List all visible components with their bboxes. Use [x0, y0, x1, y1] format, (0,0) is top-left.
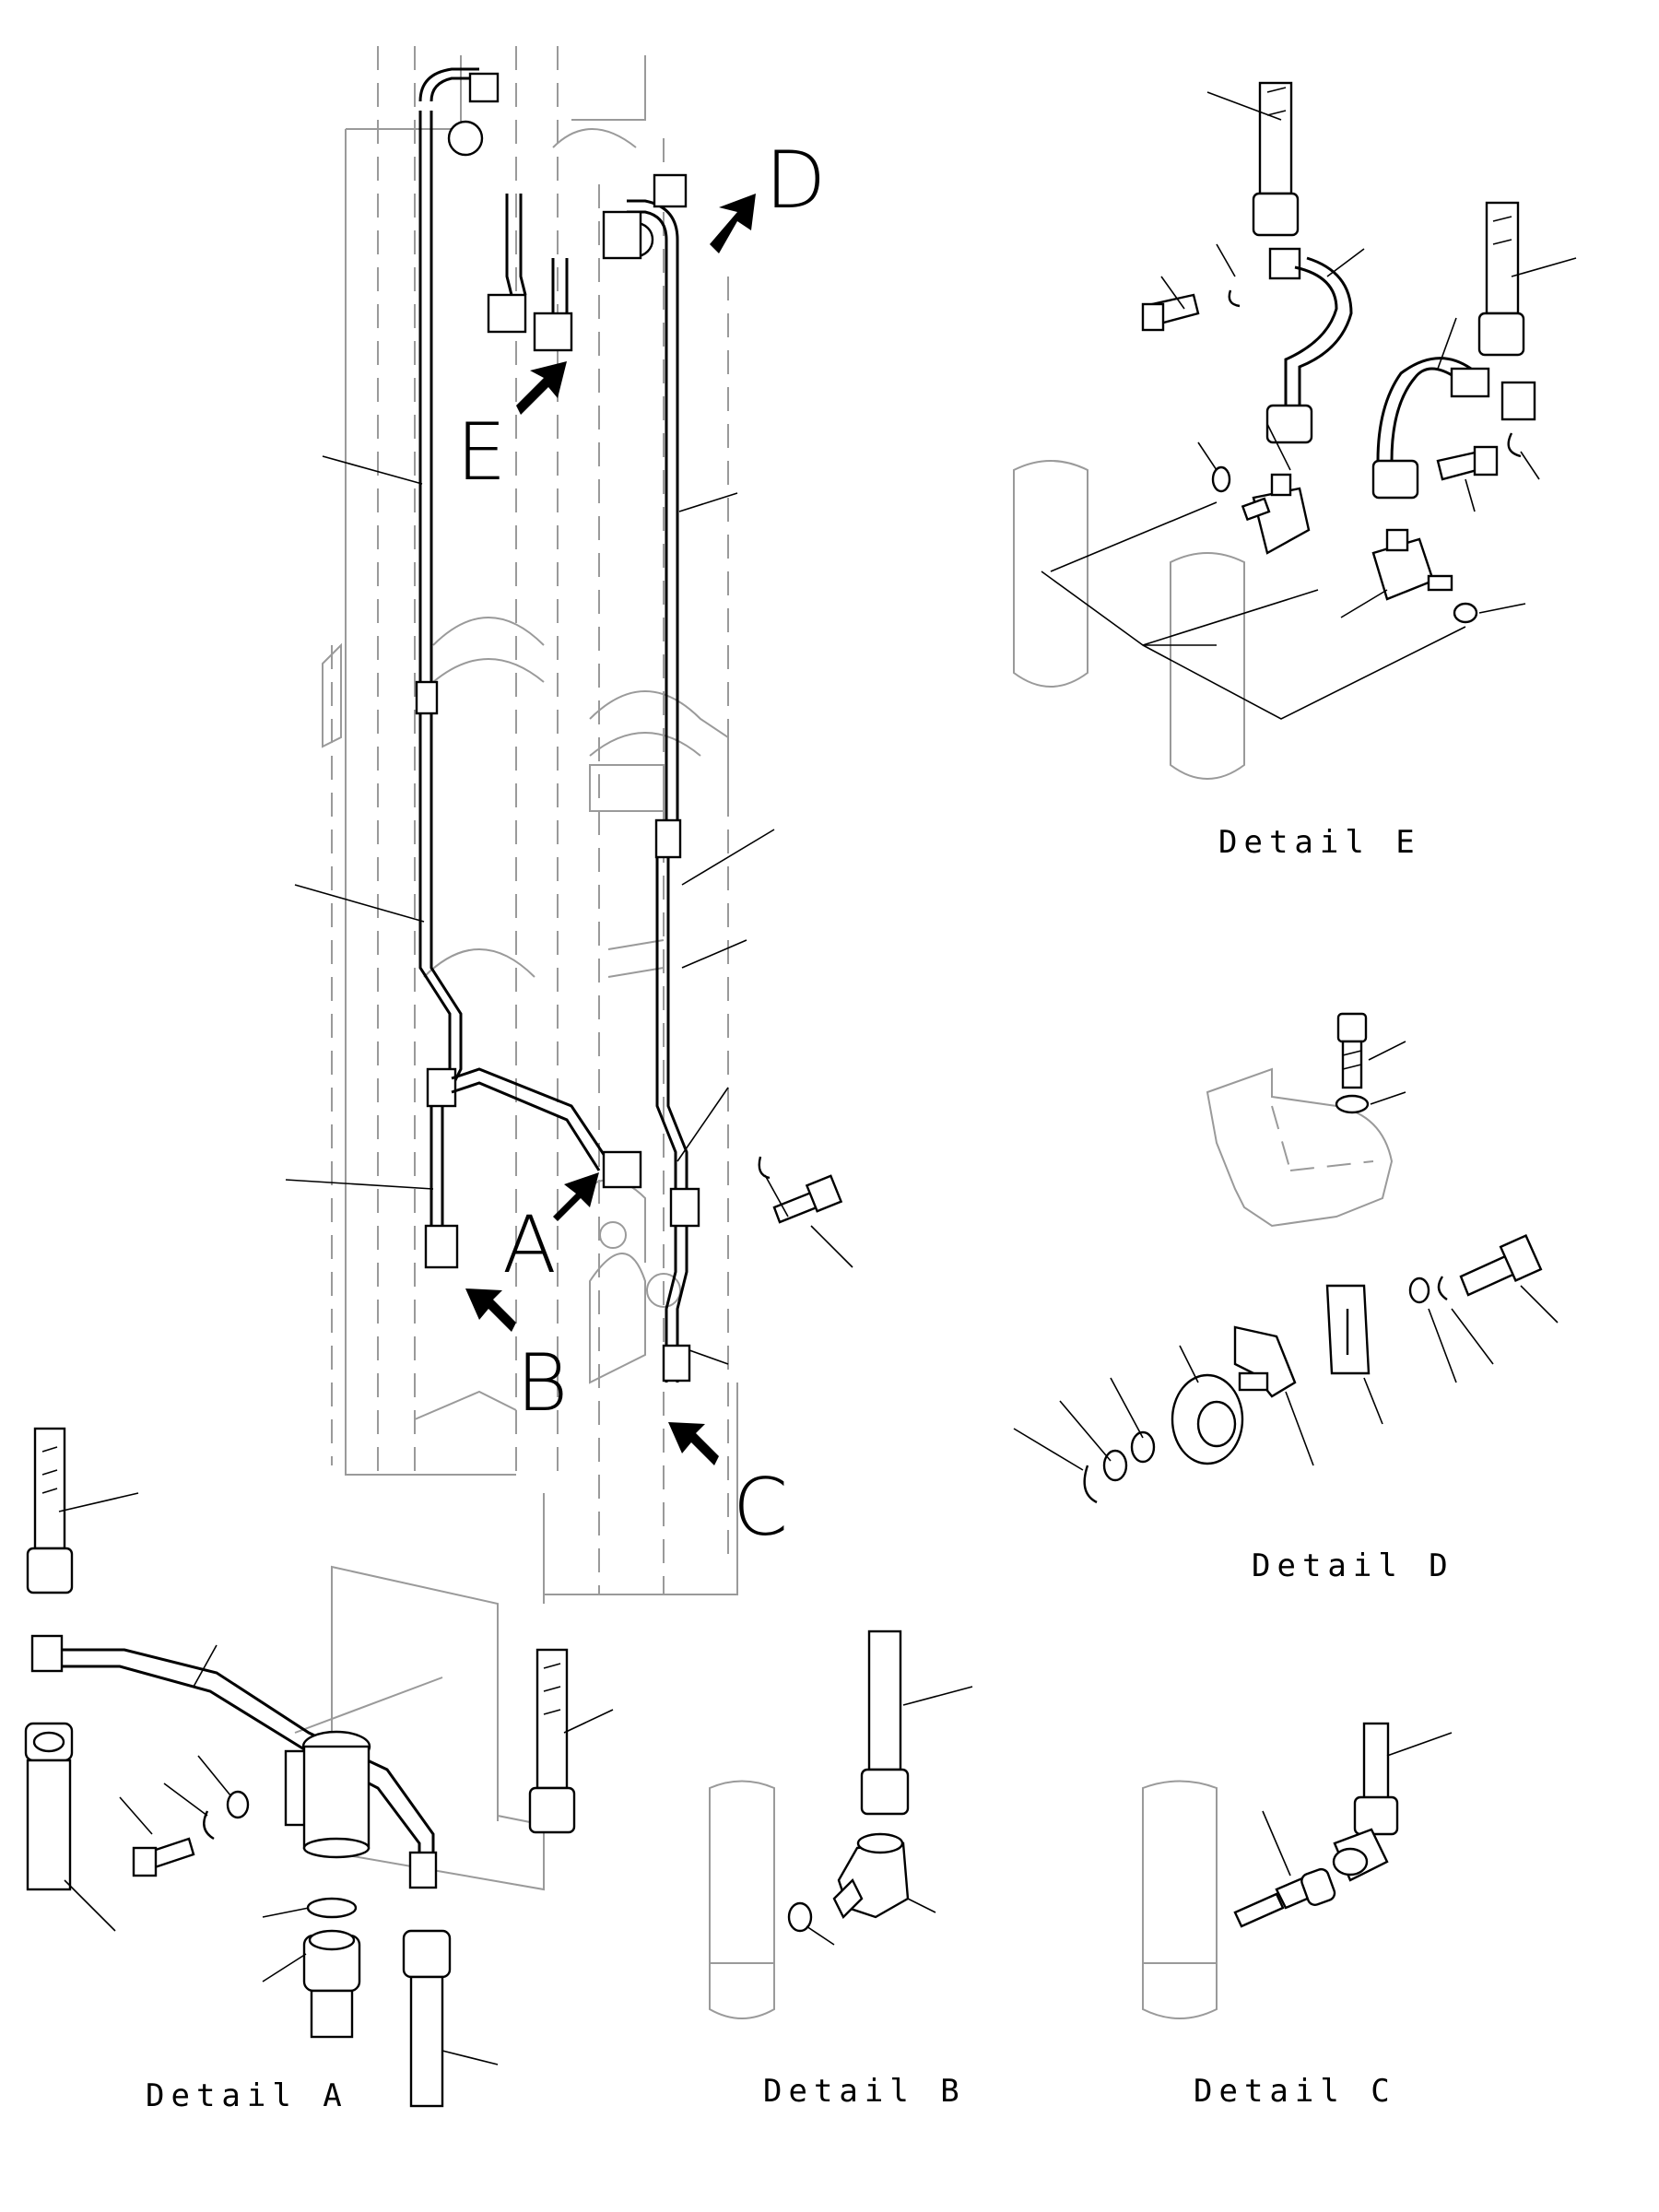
callout-c: C: [733, 1462, 788, 1554]
detail-e-label: Detail E: [1218, 824, 1421, 861]
detail-e-drawing: [1013, 81, 1577, 780]
detail-d-drawing: [1013, 1012, 1559, 1504]
callout-e: E: [456, 406, 506, 499]
mast-phantom: [322, 46, 738, 1604]
main-bolt-group: [758, 1156, 853, 1268]
left-hydraulic-hose: [415, 67, 479, 1269]
detail-c-drawing: [1142, 1722, 1453, 2019]
top-fittings: [447, 72, 688, 352]
detail-b-drawing: [709, 1630, 973, 2019]
cross-hose: [451, 1067, 642, 1189]
arrow-c: [668, 1422, 719, 1465]
detail-d-label: Detail D: [1252, 1547, 1454, 1584]
right-hydraulic-hose: [627, 199, 700, 1382]
arrow-d: [710, 194, 756, 253]
detail-a-label: Detail A: [146, 2077, 348, 2114]
callout-arrows: [465, 194, 756, 1465]
main-leaders: [285, 455, 775, 1365]
callout-a: A: [502, 1199, 557, 1291]
callout-d: D: [765, 135, 826, 227]
arrow-e: [516, 361, 567, 415]
detail-c-label: Detail C: [1194, 2073, 1396, 2110]
arrow-a: [553, 1172, 599, 1221]
detail-b-label: Detail B: [763, 2073, 966, 2110]
callout-b: B: [516, 1337, 568, 1430]
detail-a-drawing: [24, 1427, 614, 2108]
arrow-b: [465, 1288, 516, 1332]
